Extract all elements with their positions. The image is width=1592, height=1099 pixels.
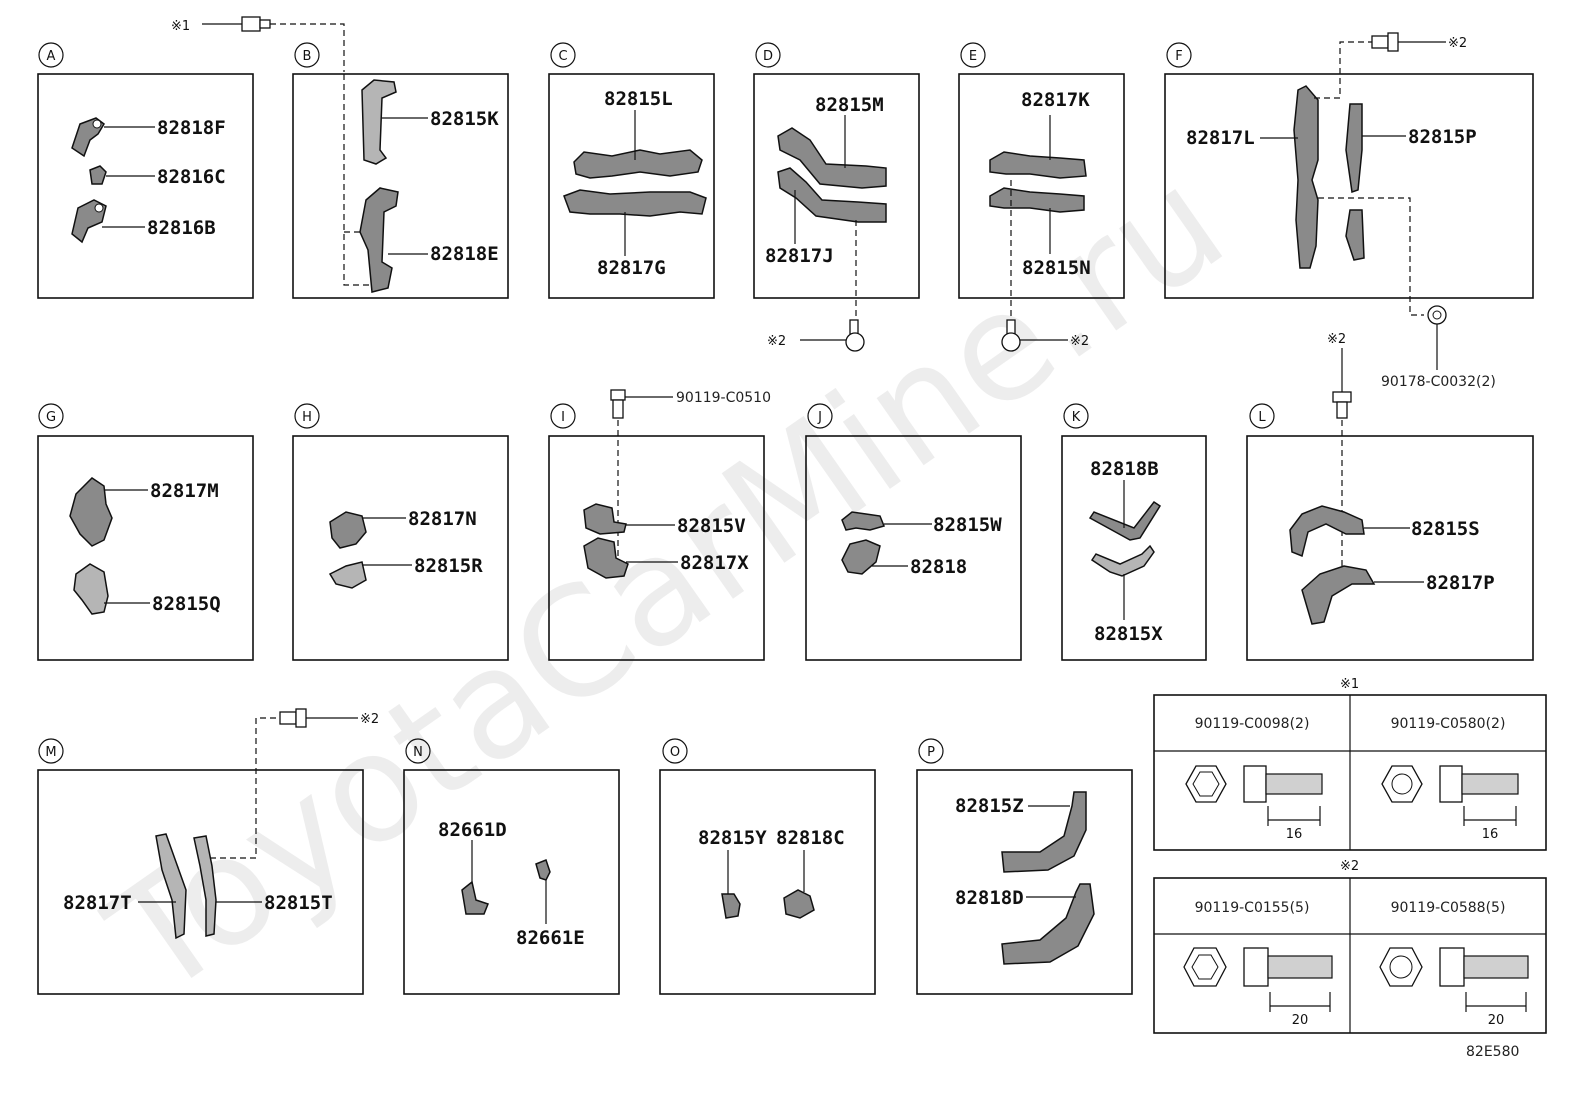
box-a: A 82818F 82816C 82816B [37, 42, 254, 299]
box-b: B 82815K 82818E [292, 42, 509, 299]
part-label: 82818C [776, 827, 845, 849]
box-l: L ※2 82815S 82817P [1246, 332, 1534, 661]
note1-bolt-b: ※1 [171, 16, 345, 72]
note1-mark: ※1 [171, 19, 190, 34]
part-label: 82817J [765, 245, 834, 267]
note2-mark: ※2 [1070, 334, 1089, 349]
legend-mark: ※2 [1340, 859, 1359, 874]
box-letter: L [1258, 410, 1266, 425]
part-label: 82815V [677, 515, 746, 537]
part-label: 82815Z [955, 795, 1024, 817]
box-letter: F [1175, 49, 1182, 64]
box-letter: C [558, 49, 567, 64]
box-j: J 82815W 82818 [805, 403, 1022, 661]
box-letter: B [303, 49, 312, 64]
legend-part: 90119-C0588(5) [1391, 900, 1506, 916]
box-i: I 90119-C0510 82815V 82817X [548, 389, 771, 661]
part-label: 82661E [516, 927, 585, 949]
legend-length: 16 [1482, 827, 1499, 842]
part-label: 82816B [147, 217, 216, 239]
box-letter: M [45, 745, 56, 760]
part-label: 82815L [604, 88, 673, 110]
part-label: 82815W [933, 514, 1002, 536]
part-label: 82661D [438, 819, 507, 841]
part-label: 82817T [63, 892, 132, 914]
part-label: 82815K [430, 108, 499, 130]
box-letter: P [927, 745, 935, 760]
legend-part: 90119-C0580(2) [1391, 716, 1506, 732]
box-letter: H [302, 410, 312, 425]
box-c: C 82815L 82817G [548, 42, 715, 299]
box-letter: K [1072, 410, 1081, 425]
figure-code: 82E580 [1466, 1044, 1519, 1060]
part-label: 82817P [1426, 572, 1495, 594]
part-label: 82815S [1411, 518, 1480, 540]
part-label: 82815T [264, 892, 333, 914]
note2-mark: ※2 [767, 334, 786, 349]
box-k: K 82818B 82815X [1061, 403, 1207, 661]
box-f: F 82817L 82815P ※2 90178-C0032(2) [1164, 32, 1534, 390]
legend-part: 90119-C0098(2) [1195, 716, 1310, 732]
box-letter: N [413, 745, 423, 760]
box-letter: D [763, 49, 773, 64]
legend-group2: ※2 90119-C0155(5) 90119-C0588(5) 20 20 [1153, 859, 1547, 1034]
part-label: 82817N [408, 508, 477, 530]
part-label: 82817L [1186, 127, 1255, 149]
part-label: 82817G [597, 257, 666, 279]
box-p: P 82815Z 82818D [916, 738, 1133, 995]
box-letter: O [670, 745, 680, 760]
box-letter: G [46, 410, 56, 425]
box-letter: A [47, 49, 56, 64]
part-label: 82815Y [698, 827, 767, 849]
part-label: 82815R [414, 555, 483, 577]
part-label: 82817K [1021, 89, 1090, 111]
part-label: 82815Q [152, 593, 221, 615]
box-d: D 82815M 82817J ※2 [753, 42, 920, 352]
part-label: 82817M [150, 480, 219, 502]
legend-group1: ※1 90119-C0098(2) 90119-C0580(2) 16 16 [1153, 677, 1547, 851]
box-n: N 82661D 82661E [403, 738, 620, 995]
legend-length: 20 [1292, 1013, 1309, 1028]
box-h: H 82817N 82815R [292, 403, 509, 661]
box-letter: E [969, 49, 977, 64]
part-label: 82815P [1408, 126, 1477, 148]
part-label: 82818E [430, 243, 499, 265]
part-label: 82818F [157, 117, 226, 139]
box-o: O 82815Y 82818C [659, 738, 876, 995]
box-letter: I [561, 410, 565, 425]
part-label: 82818 [910, 556, 967, 578]
legend-part: 90119-C0155(5) [1195, 900, 1310, 916]
part-label: 82815X [1094, 623, 1163, 645]
legend-mark: ※1 [1340, 677, 1359, 692]
part-label: 82815N [1022, 257, 1091, 279]
note2-mark: ※2 [360, 712, 379, 727]
part-label: 82816C [157, 166, 226, 188]
part-label: 82815M [815, 94, 884, 116]
legend-length: 20 [1488, 1013, 1505, 1028]
note2-mark: ※2 [1448, 36, 1467, 51]
legend-length: 16 [1286, 827, 1303, 842]
part-label: 82818B [1090, 458, 1159, 480]
part-label: 82818D [955, 887, 1024, 909]
box-m: M ※2 82817T 82815T [37, 708, 379, 995]
note2-mark: ※2 [1327, 332, 1346, 347]
part-label: 82817X [680, 552, 749, 574]
bolt-part-number: 90119-C0510 [676, 390, 771, 406]
box-g: G 82817M 82815Q [37, 403, 254, 661]
box-e: E 82817K 82815N ※2 [958, 42, 1125, 352]
box-letter: J [817, 410, 822, 425]
nut-part-number: 90178-C0032(2) [1381, 374, 1496, 390]
